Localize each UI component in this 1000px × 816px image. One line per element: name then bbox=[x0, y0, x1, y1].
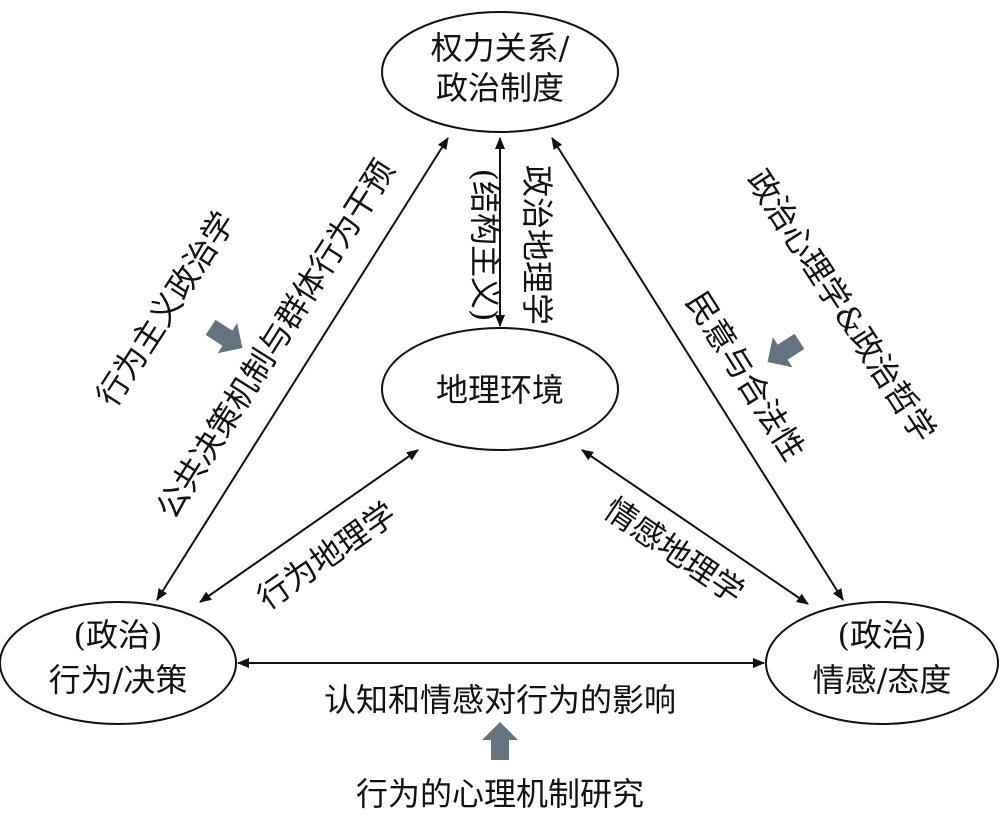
label-emotional-geography: 情感地理学 bbox=[597, 490, 751, 612]
node-political-emotion: (政治) 情感/态度 bbox=[765, 601, 999, 725]
label-political-geography: 政治地理学 bbox=[518, 165, 556, 325]
node-power-line1: 权力关系/ bbox=[431, 29, 570, 67]
node-behavior-line2: 行为/决策 bbox=[49, 661, 188, 699]
node-power-line2: 政治制度 bbox=[436, 69, 564, 107]
edge-geo-emotion-arrow bbox=[581, 449, 809, 605]
annotation-behaviorism: 行为主义政治学 bbox=[89, 205, 243, 414]
pointer-arrow-right-icon bbox=[767, 333, 805, 368]
node-power-relations: 权力关系/ 政治制度 bbox=[381, 11, 619, 133]
label-public-opinion: 民意与合法性 bbox=[678, 285, 812, 468]
node-political-behavior: (政治) 行为/决策 bbox=[0, 601, 237, 725]
node-geo-label: 地理环境 bbox=[436, 371, 564, 409]
node-geo-environment: 地理环境 bbox=[381, 327, 619, 451]
label-structuralism: (结构主义) bbox=[466, 169, 504, 322]
pointer-arrow-left-icon bbox=[205, 319, 243, 354]
pointer-arrow-up-icon bbox=[482, 722, 518, 760]
node-emotion-line1: (政治) bbox=[838, 616, 927, 654]
label-public-decision: 公共决策机制与群体行为干预 bbox=[149, 153, 403, 525]
annotation-mechanism: 行为的心理机制研究 bbox=[356, 775, 644, 813]
node-behavior-line1: (政治) bbox=[74, 616, 163, 654]
edge-geo-behavior-arrow bbox=[199, 449, 419, 603]
node-emotion-line2: 情感/态度 bbox=[813, 661, 952, 699]
label-cognition-emotion: 认知和情感对行为的影响 bbox=[324, 681, 676, 719]
